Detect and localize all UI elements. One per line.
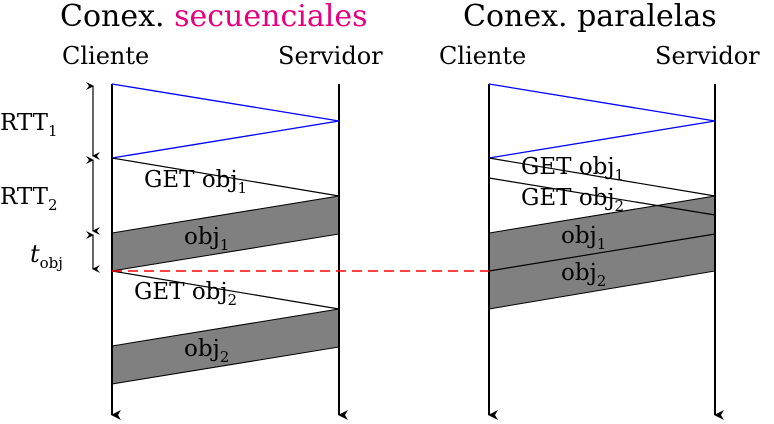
left-obj2-label: obj2 <box>184 336 229 366</box>
right-title: Conex. paralelas <box>463 0 717 34</box>
left-server-label: Servidor <box>278 42 383 70</box>
rtt1-label: RTT1 <box>0 110 58 140</box>
left-title-highlight: secuenciales <box>174 0 367 34</box>
left-get1-line <box>111 157 340 197</box>
left-handshake <box>111 83 340 159</box>
right-obj2-label: obj2 <box>561 260 606 290</box>
left-get1-label: GET obj1 <box>144 167 247 197</box>
right-server-label: Servidor <box>655 42 760 70</box>
right-obj-divider <box>488 233 716 272</box>
left-title: Conex. secuenciales <box>60 0 367 34</box>
left-obj1-transfer <box>111 195 340 272</box>
left-obj2-transfer <box>111 308 340 385</box>
right-obj1-label: obj1 <box>561 223 606 253</box>
right-get2-line <box>488 177 716 216</box>
left-client-label: Cliente <box>62 42 149 70</box>
left-get2-label: GET obj2 <box>134 279 237 309</box>
right-get1-line <box>488 157 716 197</box>
left-get2-line <box>111 270 340 310</box>
right-client-label: Cliente <box>439 42 526 70</box>
rtt2-label: RTT2 <box>0 184 58 214</box>
right-get1-label: GET obj1 <box>521 154 624 184</box>
left-obj1-label: obj1 <box>184 224 229 254</box>
right-get2-label: GET obj2 <box>521 185 624 215</box>
tobj-label: tobj <box>30 240 63 272</box>
right-handshake <box>488 83 716 159</box>
